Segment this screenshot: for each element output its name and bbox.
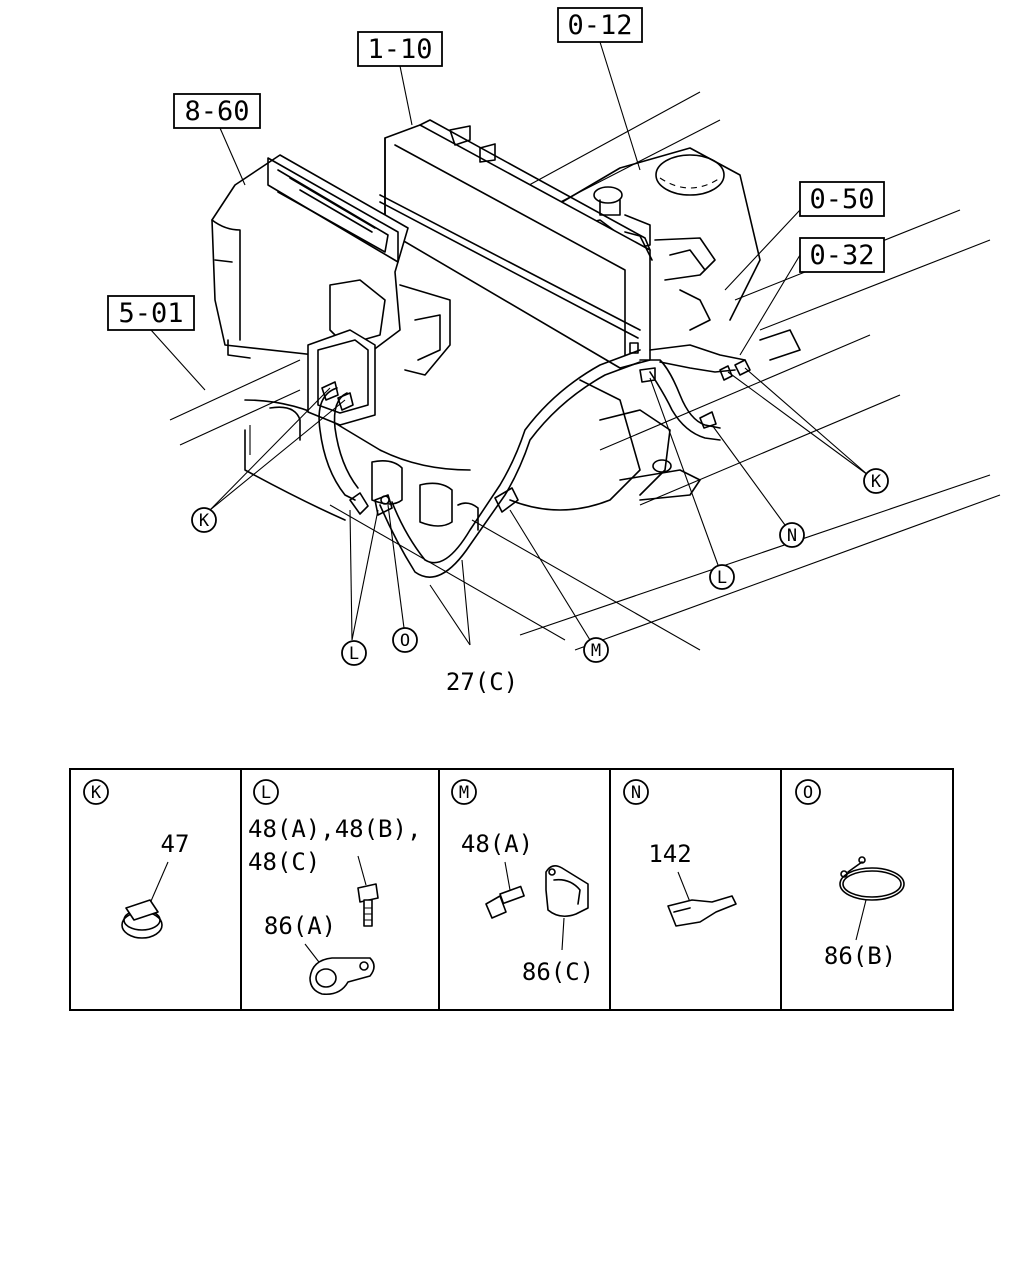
ref-label-0-50: 0-50: [809, 184, 874, 215]
legend-cell-k: K 47: [83, 779, 190, 939]
ref-box-0-50: [799, 181, 885, 217]
callout-n: N: [787, 526, 797, 546]
legend-cell-n: N 142: [623, 779, 737, 927]
bolt-icon: [357, 883, 379, 927]
callout-circle-m: [583, 637, 609, 663]
legend-k-part-47: 47: [161, 830, 190, 858]
legend-cell-l: L 48(A),48(B), 48(C) 86(A): [248, 779, 421, 996]
ref-label-0-12: 0-12: [567, 10, 632, 41]
callout-l-right: L: [717, 568, 727, 588]
legend-table: K 47 L 48(A),48(B), 48(C) 86(A): [69, 768, 954, 1011]
legend-m-letter: M: [459, 783, 469, 803]
ref-box-0-12: [557, 7, 643, 43]
heater-hoses: [318, 344, 751, 578]
legend-k-letter: K: [91, 783, 102, 803]
engine-block: [244, 147, 801, 531]
callout-k-left: K: [199, 511, 210, 531]
callout-circle-l-left: [341, 640, 367, 666]
legend-n-letter: N: [631, 783, 641, 803]
legend-m-part-48a: 48(A): [461, 830, 533, 858]
hose-clamp-icon: [121, 899, 163, 939]
ref-box-5-01: [107, 295, 195, 331]
ref-label-5-01: 5-01: [118, 298, 183, 329]
callout-m: M: [591, 641, 601, 661]
ref-label-1-10: 1-10: [367, 34, 432, 65]
pipe-clip-icon: [309, 957, 375, 996]
legend-m-part-86c: 86(C): [522, 958, 594, 986]
hose-bracket-icon: [545, 864, 589, 918]
ref-box-8-60: [173, 93, 261, 129]
callout-circle-k-left: [191, 507, 217, 533]
wire-clip-icon: [839, 856, 905, 901]
ref-label-8-60: 8-60: [184, 96, 249, 127]
bolt-icon: [485, 885, 525, 919]
clip-tab-icon: [667, 895, 737, 927]
radiator-core: [379, 119, 653, 369]
heater-unit: [211, 154, 451, 426]
callouts: K K N L M L O 27(C): [191, 468, 889, 696]
hose-label-27c: 27(C): [446, 668, 518, 696]
legend-n-part-142: 142: [648, 840, 691, 868]
legend-o-part-86b: 86(B): [824, 942, 896, 970]
leader-lines: [150, 41, 869, 646]
callout-circle-l-right: [709, 564, 735, 590]
legend-cell-m: M 48(A) 86(C): [451, 779, 594, 986]
callout-circle-o: [392, 627, 418, 653]
ref-label-0-32: 0-32: [809, 240, 874, 271]
frame-rails: [169, 91, 1001, 651]
callout-circle-k-right: [863, 468, 889, 494]
legend-l-part-86a: 86(A): [264, 912, 336, 940]
callout-circle-n: [779, 522, 805, 548]
legend-l-line1: 48(A),48(B),: [248, 815, 421, 843]
callout-k-right: K: [871, 472, 882, 492]
callout-o: O: [400, 631, 410, 651]
legend-l-letter: L: [261, 783, 271, 803]
legend-o-letter: O: [803, 783, 813, 803]
legend-cell-o: O 86(B): [795, 779, 905, 970]
callout-l-left: L: [349, 644, 359, 664]
legend-l-line2: 48(C): [248, 848, 320, 876]
